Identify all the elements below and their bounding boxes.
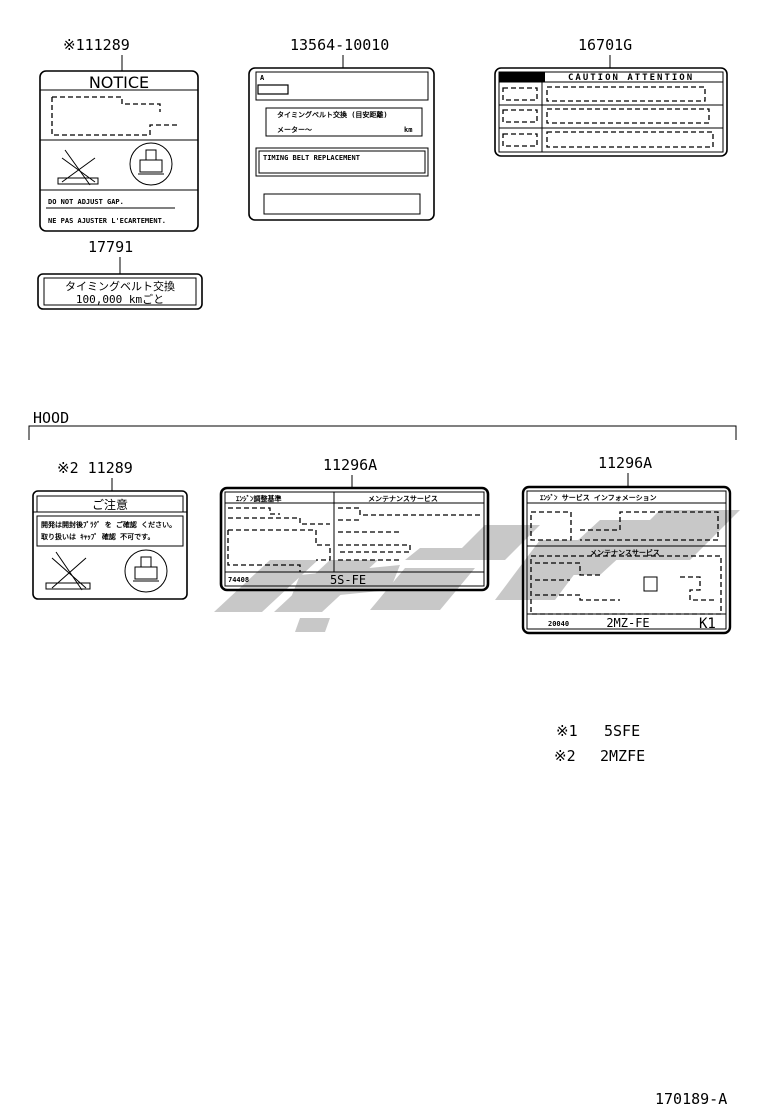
caution-ja-line-2: 取り扱いは ｷｬｯﾌﾟ 確認 不可です。 xyxy=(41,532,154,541)
timing-belt-replacement-label: A タイミングベルト交換 (目安距離) メーター～ km TIMING BELT… xyxy=(248,67,435,221)
caution-ja-line-1: 開発は開封後ﾌﾟﾗｸﾞ を ご確認 ください。 xyxy=(41,520,176,529)
timing-belt-label: タイミングベルト交換 100,000 kmごと xyxy=(37,273,203,310)
label-5sfe-left-header: ｴﾝｼﾞﾝ調整基準 xyxy=(236,494,282,503)
legend-text-1: 5SFE xyxy=(604,722,640,740)
part-number-13564-10010: 13564-10010 xyxy=(290,36,389,54)
notice-line-2: NE PAS AJUSTER L'ECARTEMENT. xyxy=(48,217,166,225)
svg-text:A: A xyxy=(260,74,265,82)
part-number-11296a-2mzfe: 11296A xyxy=(598,454,652,472)
caution-ja-title: ご注意 xyxy=(92,497,128,512)
spark-plug-icon xyxy=(129,142,173,186)
label-2mzfe-code: 20040 xyxy=(548,620,569,628)
label-5sfe-code: 74408 xyxy=(228,576,249,584)
no-adjust-icon xyxy=(45,551,91,591)
code-box xyxy=(257,84,289,95)
engine-5sfe-label: ｴﾝｼﾞﾝ調整基準 メンテナンスサービス 74408 5S-FE xyxy=(219,486,490,592)
legend-mark-1: ※1 xyxy=(556,722,578,740)
hood-bracket xyxy=(28,425,737,440)
no-adjust-icon xyxy=(57,149,99,186)
notice-title: NOTICE xyxy=(89,73,149,92)
label-13564-header: タイミングベルト交換 (目安距離) xyxy=(277,110,388,119)
label-2mzfe-subheader: メンテナンスサービス xyxy=(590,548,660,557)
part-number-16701g: 16701G xyxy=(578,36,632,54)
label-13564-row: メーター～ xyxy=(277,125,312,134)
section-hood: HOOD xyxy=(33,409,69,427)
notice-line-1: DO NOT ADJUST GAP. xyxy=(48,198,124,206)
engine-2mzfe-label: ｴﾝｼﾞﾝ サービス インフォメーション メンテナンスサービス 20040 2M… xyxy=(521,485,732,635)
belt-line-2: 100,000 kmごと xyxy=(76,292,164,306)
label-13564-unit: km xyxy=(404,126,412,134)
label-13564-footer: TIMING BELT REPLACEMENT xyxy=(263,154,360,162)
caution-title: CAUTION ATTENTION xyxy=(568,73,694,83)
label-2mzfe-header: ｴﾝｼﾞﾝ サービス インフォメーション xyxy=(540,493,657,502)
part-number-11289: ※2 11289 xyxy=(57,459,133,477)
diagram-id: 170189-A xyxy=(655,1090,727,1108)
legend-mark-2: ※2 xyxy=(554,747,576,765)
caution-attention-label: CAUTION ATTENTION xyxy=(494,67,728,157)
caution-ja-label: ご注意 開発は開封後ﾌﾟﾗｸﾞ を ご確認 ください。 取り扱いは ｷｬｯﾌﾟ … xyxy=(32,490,188,600)
notice-label: NOTICE DO NOT ADJUST GAP. NE PAS AJUSTER… xyxy=(39,70,199,232)
legend-text-2: 2MZFE xyxy=(600,747,645,765)
belt-line-1: タイミングベルト交換 xyxy=(65,279,175,293)
label-5sfe-engine: 5S-FE xyxy=(330,573,366,587)
part-number-111289: ※111289 xyxy=(63,36,130,54)
part-number-11296a-5sfe: 11296A xyxy=(323,456,377,474)
label-5sfe-right-header: メンテナンスサービス xyxy=(368,494,438,503)
spark-plug-icon xyxy=(124,549,168,593)
part-number-17791: 17791 xyxy=(88,238,133,256)
label-2mzfe-engine: 2MZ-FE xyxy=(606,616,649,630)
legend: ※1 5SFE ※2 2MZFE xyxy=(554,722,645,765)
label-2mzfe-k1: K1 xyxy=(699,616,716,632)
